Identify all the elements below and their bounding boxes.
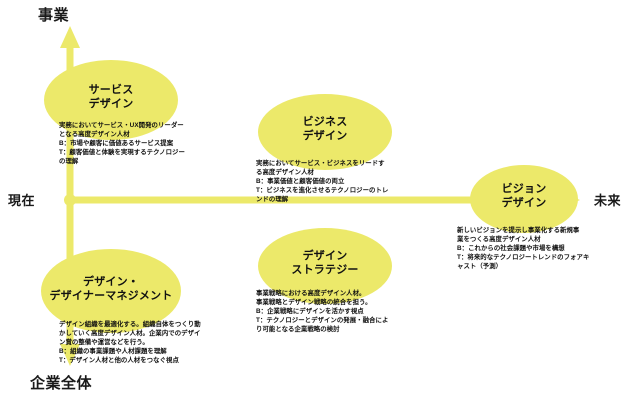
node-title-service-design: サービス デザイン — [88, 84, 134, 110]
node-title-design-strategy: デザイン ストラテジー — [291, 250, 359, 276]
axis-label-top: 事業 — [38, 7, 70, 24]
node-title-vision-design: ビジョン デザイン — [501, 183, 547, 209]
origin-dot — [64, 194, 76, 206]
vertical-axis-up-arrowhead — [60, 26, 80, 48]
node-desc-business-design: 実務においてサービス・ビジネスをリードす る高度デザイン人材 B：事業価値と顧客… — [256, 160, 389, 204]
node-desc-service-design: 実務においてサービス・UX開発のリーダー となる高度デザイン人材 B：市場や顧客… — [59, 122, 185, 166]
axis-label-left: 現在 — [8, 193, 36, 208]
node-desc-design-designer-management: デザイン組織を最適化する。組織自体をつくり動 かしていく高度デザイン人材。企業内… — [59, 321, 201, 365]
axis-label-bottom: 企業全体 — [30, 375, 93, 392]
node-title-design-designer-management: デザイン・ デザイナーマネジメント — [49, 276, 173, 302]
node-desc-vision-design: 新しいビジョンを提示し事業化する新規事 業をつくる高度デザイン人材 B：これから… — [457, 227, 590, 271]
node-title-business-design: ビジネス デザイン — [302, 116, 348, 142]
axis-label-right: 未来 — [594, 193, 622, 208]
node-desc-design-strategy: 事業戦略における高度デザイン人材。 事業戦略とデザイン戦略の統合を担う。 B：企… — [256, 290, 389, 334]
